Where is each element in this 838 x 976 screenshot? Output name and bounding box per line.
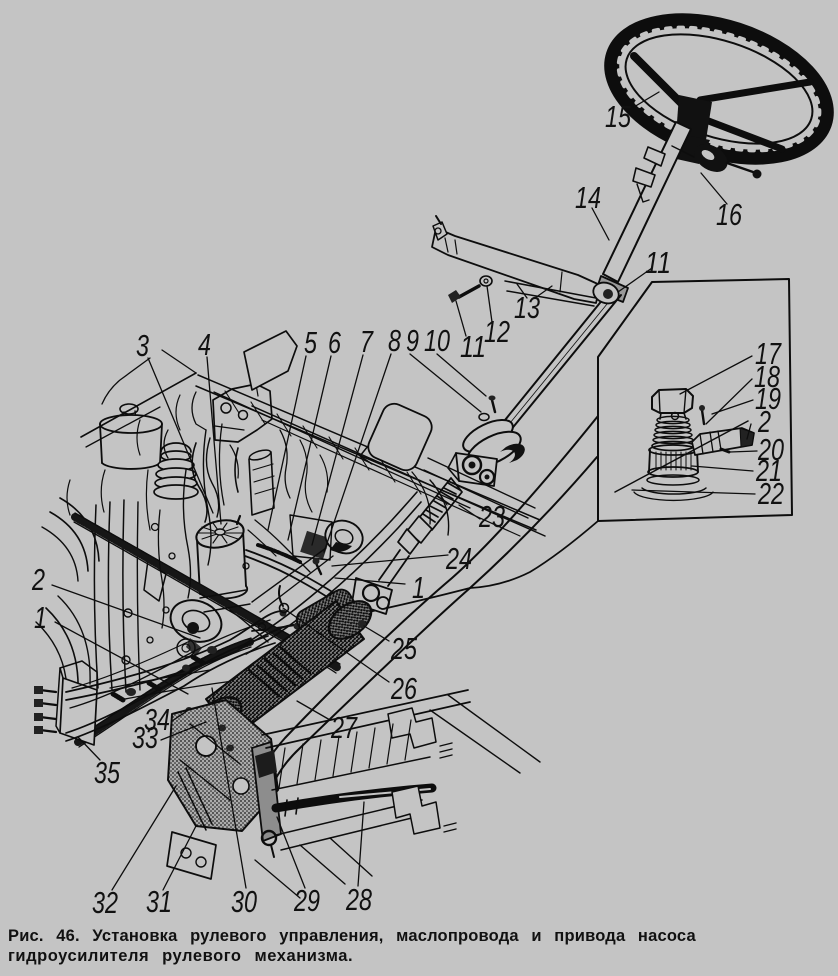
svg-text:2: 2 bbox=[757, 404, 771, 439]
svg-text:26: 26 bbox=[390, 671, 417, 706]
svg-text:11: 11 bbox=[645, 245, 671, 280]
svg-text:25: 25 bbox=[390, 631, 417, 666]
svg-text:14: 14 bbox=[575, 180, 601, 215]
svg-text:19: 19 bbox=[755, 381, 781, 416]
svg-text:28: 28 bbox=[345, 882, 372, 917]
svg-text:4: 4 bbox=[198, 327, 211, 362]
svg-text:17: 17 bbox=[755, 336, 782, 371]
svg-text:1: 1 bbox=[34, 600, 47, 635]
svg-text:21: 21 bbox=[755, 453, 782, 488]
svg-text:34: 34 bbox=[144, 702, 170, 737]
svg-text:20: 20 bbox=[757, 432, 784, 467]
svg-text:30: 30 bbox=[231, 884, 257, 919]
svg-text:24: 24 bbox=[445, 541, 472, 576]
svg-text:8: 8 bbox=[388, 323, 402, 358]
svg-text:13: 13 bbox=[514, 290, 540, 325]
svg-text:11: 11 bbox=[460, 329, 486, 364]
svg-text:18: 18 bbox=[754, 359, 781, 394]
svg-text:2: 2 bbox=[31, 562, 45, 597]
svg-text:15: 15 bbox=[605, 99, 632, 134]
svg-text:6: 6 bbox=[328, 325, 342, 360]
svg-text:35: 35 bbox=[94, 755, 121, 790]
svg-text:7: 7 bbox=[360, 324, 374, 359]
svg-text:29: 29 bbox=[293, 883, 320, 918]
svg-text:3: 3 bbox=[136, 328, 149, 363]
svg-text:16: 16 bbox=[716, 197, 743, 232]
svg-text:5: 5 bbox=[304, 325, 318, 360]
svg-text:31: 31 bbox=[146, 884, 172, 919]
svg-text:23: 23 bbox=[478, 499, 505, 534]
svg-text:12: 12 bbox=[484, 314, 510, 349]
svg-text:1: 1 bbox=[412, 570, 425, 605]
svg-text:33: 33 bbox=[132, 720, 158, 755]
svg-text:9: 9 bbox=[406, 323, 419, 358]
svg-text:10: 10 bbox=[424, 323, 450, 358]
svg-text:32: 32 bbox=[92, 885, 118, 920]
svg-text:27: 27 bbox=[330, 710, 358, 745]
svg-text:22: 22 bbox=[757, 476, 784, 511]
